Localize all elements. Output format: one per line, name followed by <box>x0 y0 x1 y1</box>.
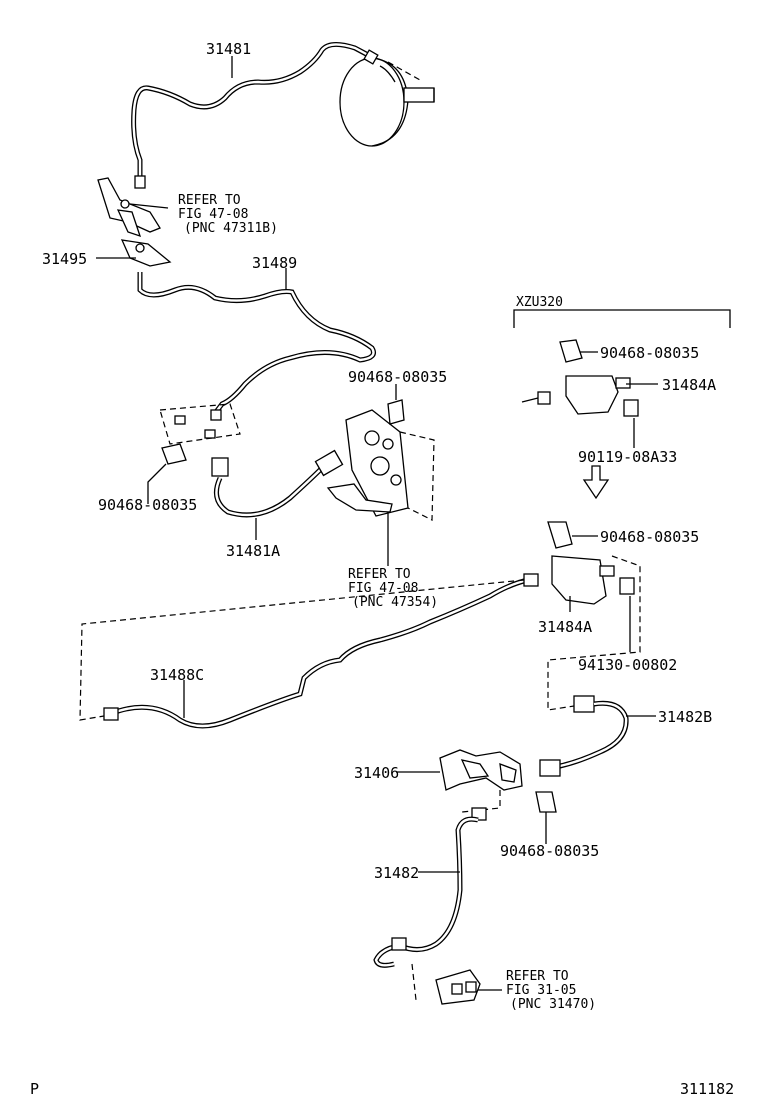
label-31488C: 31488C <box>150 666 204 684</box>
footer-left: P <box>30 1080 39 1098</box>
label-90468-08035-c: 90468-08035 <box>600 344 699 362</box>
svg-text:REFER TO: REFER TO <box>348 567 411 582</box>
pipe-31481 <box>131 42 379 189</box>
ref-note-31470: REFER TO FIG 31-05 (PNC 31470) <box>506 969 596 1012</box>
xzu320-group <box>513 309 731 711</box>
pipe-31489 <box>137 272 376 421</box>
bracket-31495 <box>97 177 172 267</box>
label-31482: 31482 <box>374 864 419 882</box>
svg-text:FIG 47-08: FIG 47-08 <box>348 581 418 596</box>
variant-label: XZU320 <box>516 295 563 310</box>
svg-text:REFER TO: REFER TO <box>506 969 569 984</box>
label-94130-00802: 94130-00802 <box>578 656 677 674</box>
leader-lines <box>96 56 658 991</box>
label-31482B: 31482B <box>658 708 712 726</box>
label-31489: 31489 <box>252 254 297 272</box>
ref-note-47354: REFER TO FIG 47-08 (PNC 47354) <box>348 567 438 610</box>
label-90468-08035-d: 90468-08035 <box>600 528 699 546</box>
pipe-31488C <box>79 573 539 729</box>
svg-text:REFER TO: REFER TO <box>178 193 241 208</box>
label-31481A: 31481A <box>226 542 280 560</box>
ref-note-47311B: REFER TO FIG 47-08 (PNC 47311B) <box>178 193 278 236</box>
svg-text:(PNC 47354): (PNC 47354) <box>352 595 438 610</box>
pipe-31482 <box>373 807 487 1005</box>
svg-text:FIG 47-08: FIG 47-08 <box>178 207 248 222</box>
label-31495: 31495 <box>42 250 87 268</box>
label-90119-08A33: 90119-08A33 <box>578 448 677 466</box>
svg-text:(PNC 47311B): (PNC 47311B) <box>184 221 278 236</box>
label-31484A-mid: 31484A <box>538 618 592 636</box>
label-31484A-top: 31484A <box>662 376 716 394</box>
mounting-plate <box>326 399 435 521</box>
label-90468-08035-e: 90468-08035 <box>500 842 599 860</box>
label-31481: 31481 <box>206 40 251 58</box>
hose-31482B <box>539 695 629 777</box>
label-31406: 31406 <box>354 764 399 782</box>
bracket-31406 <box>439 749 557 813</box>
svg-text:(PNC 31470): (PNC 31470) <box>510 997 596 1012</box>
label-90468-08035-a: 90468-08035 <box>348 368 447 386</box>
hose-31481A <box>159 403 344 518</box>
svg-text:FIG 31-05: FIG 31-05 <box>506 983 576 998</box>
label-90468-08035-b: 90468-08035 <box>98 496 197 514</box>
footer-figure-number: 311182 <box>680 1080 734 1098</box>
master-cylinder <box>339 57 435 147</box>
